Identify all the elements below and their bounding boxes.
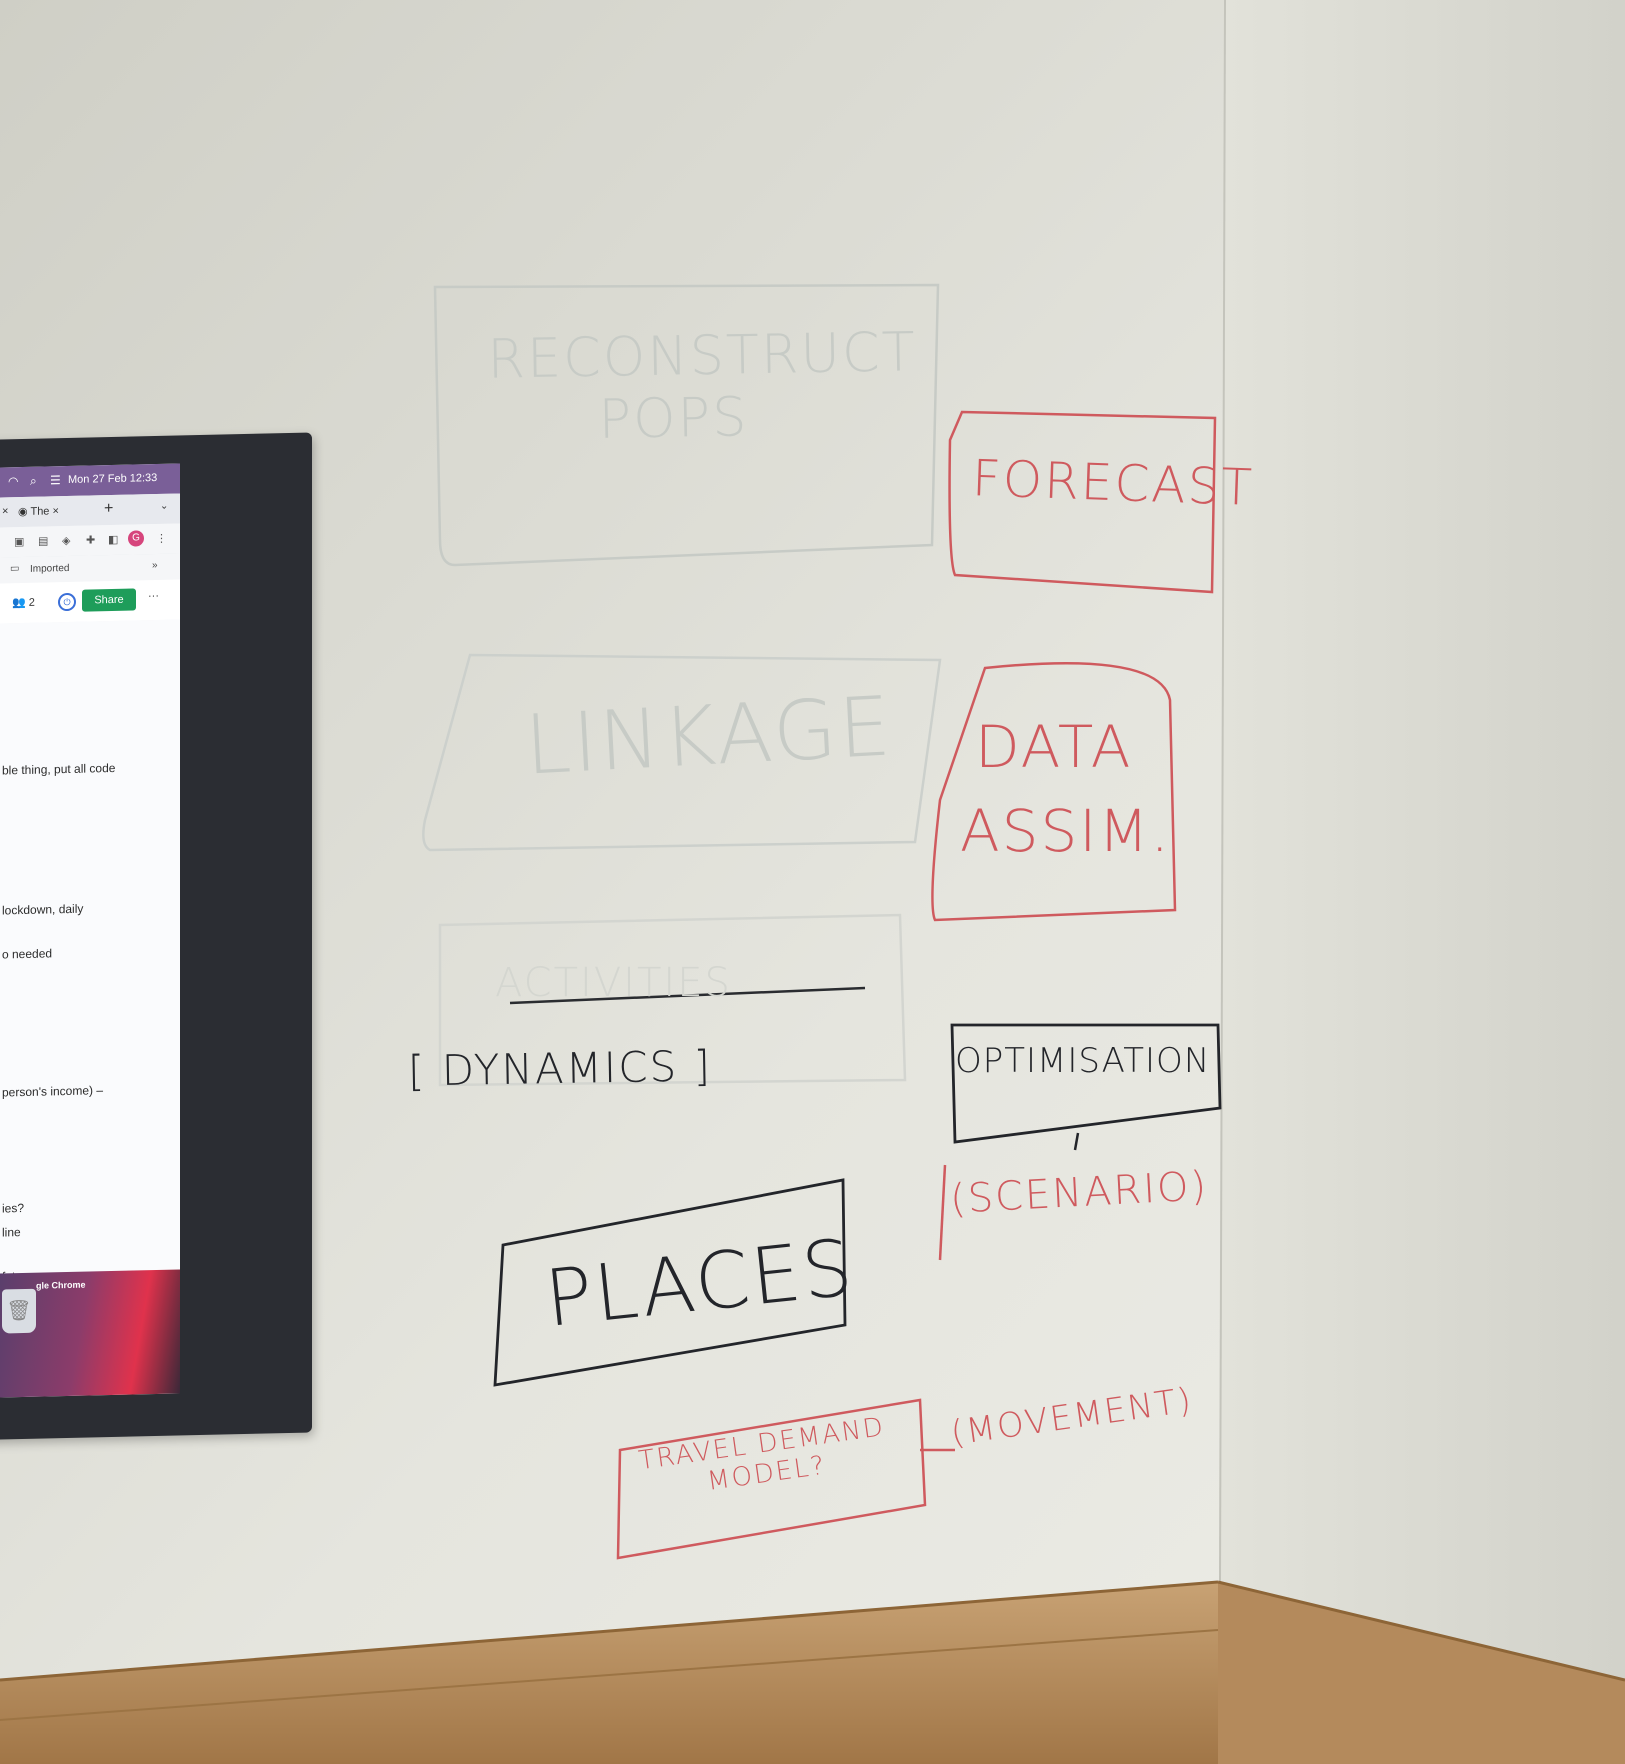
black-box-places: [493, 1178, 847, 1387]
browser-tab-bar: × ◉ The × + ⌄: [0, 493, 180, 528]
document-line: o needed: [2, 946, 53, 962]
share-button[interactable]: Share: [82, 588, 136, 612]
sidepanel-icon[interactable]: ◧: [108, 533, 119, 547]
dock-tooltip: gle Chrome: [36, 1279, 86, 1291]
document-line: line: [2, 1225, 21, 1240]
puzzle-icon[interactable]: ✚: [86, 534, 96, 547]
ghost-box-reconstruct: [433, 283, 940, 567]
new-tab-button[interactable]: +: [104, 499, 114, 518]
wall-monitor: ◠ ⌕ ☰ Mon 27 Feb 12:33 × ◉ The × + ⌄ ▣ ▤…: [0, 432, 312, 1441]
profile-avatar[interactable]: G: [128, 530, 144, 547]
people-icon: 👥: [12, 596, 26, 610]
reconstruct-label: RECONSTRUCT POPS: [486, 320, 918, 451]
optimisation-label: OPTIMISATION: [955, 1041, 1211, 1081]
bookmarks-bar: ▭ Imported »: [0, 553, 180, 584]
browser-tab-github[interactable]: ◉ The ×: [18, 504, 59, 518]
tab-close-icon[interactable]: ×: [52, 505, 59, 518]
red-box-data-assim: [931, 661, 1177, 922]
red-box-forecast: [948, 410, 1217, 594]
ghost-box-activities: [438, 913, 907, 1087]
data-assim-label: DATA ASSIM.: [960, 713, 1171, 866]
wifi-icon[interactable]: ◠: [8, 474, 19, 489]
collaborator-count: 2: [28, 596, 35, 609]
collaborators-button[interactable]: 👥 2: [12, 596, 35, 610]
github-icon: ◉: [18, 505, 28, 519]
bookmark-folder-imported[interactable]: Imported: [30, 562, 70, 575]
mac-menu-bar: ◠ ⌕ ☰ Mon 27 Feb 12:33: [0, 463, 180, 498]
linkage-label: LINKAGE: [522, 679, 895, 794]
tab-title: The: [30, 505, 50, 518]
tab-search-chevron-icon[interactable]: ⌄: [160, 500, 169, 512]
document-line: person's income) –: [2, 1083, 104, 1100]
document-line: lockdown, daily: [2, 901, 84, 918]
dynamics-label: [ DYNAMICS ]: [407, 1041, 713, 1096]
search-icon[interactable]: ⌕: [30, 473, 37, 488]
red-box-travel-demand: [616, 1398, 927, 1560]
document-line: ies?: [2, 1201, 25, 1216]
document-body[interactable]: ble thing, put all code lockdown, daily …: [0, 619, 180, 1284]
document-line: ble thing, put all code: [2, 760, 116, 778]
menu-bar-clock[interactable]: Mon 27 Feb 12:33: [68, 471, 158, 487]
extension-icon[interactable]: ◈: [62, 534, 71, 548]
black-box-optimisation: [950, 1023, 1222, 1144]
browser-menu-icon[interactable]: ⋮: [156, 532, 167, 546]
extension-icon[interactable]: ▤: [38, 535, 49, 548]
control-center-icon[interactable]: ☰: [50, 473, 61, 488]
mac-dock: gle Chrome 🗑: [0, 1269, 180, 1398]
folder-icon: ▭: [10, 563, 20, 575]
bookmarks-overflow-icon[interactable]: »: [152, 559, 158, 572]
trash-icon[interactable]: 🗑: [2, 1288, 36, 1334]
more-options-icon[interactable]: ···: [148, 589, 159, 603]
activities-erased-label: ACTIVITIES: [495, 960, 732, 1006]
extension-icon[interactable]: ▣: [14, 535, 25, 549]
power-icon[interactable]: ⏻: [58, 592, 76, 612]
forecast-label: FORECAST: [971, 449, 1255, 517]
tab-close-icon[interactable]: ×: [2, 505, 9, 518]
ghost-box-linkage: [422, 653, 942, 852]
monitor-screen: ◠ ⌕ ☰ Mon 27 Feb 12:33 × ◉ The × + ⌄ ▣ ▤…: [0, 463, 180, 1398]
document-toolbar: 👥 2 ⏻ Share ···: [0, 579, 180, 624]
